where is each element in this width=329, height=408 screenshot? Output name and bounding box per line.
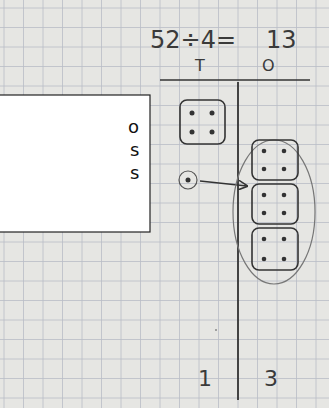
grid-line [0,281,329,282]
ones-blocks [252,140,298,270]
grouping-oval [233,140,315,284]
grid-line [218,0,219,408]
grid-line [316,0,317,408]
callout-text: s [130,141,139,159]
callout-box [0,95,150,232]
grid-line [0,339,329,340]
grid-line [0,320,329,321]
grid-line [296,0,297,408]
grid-line [0,66,329,67]
grid-line [0,300,329,301]
header-rule [160,79,310,81]
callout-text: s [130,164,139,182]
grid-line [257,0,258,408]
ones-block [252,184,298,224]
grid-line [277,0,278,408]
grid-line [179,0,180,408]
grid-line [0,378,329,379]
grid-line [0,359,329,360]
digit-result: 3 [264,368,278,390]
column-heading: O [262,58,275,74]
grid-line [0,86,329,87]
grid-line [238,0,239,408]
equation: 52÷4= [150,28,236,52]
grid-line [0,242,329,243]
ones-block [252,228,298,270]
digit-result: 1 [198,368,212,390]
grid-line [0,261,329,262]
grid-line [160,0,161,408]
grid-line [0,398,329,399]
answer: 13 [266,28,297,52]
grid-line [0,8,329,9]
tens-block [180,100,225,144]
pen-mark [215,329,217,331]
ones-block [252,140,298,180]
column-divider [237,82,239,400]
callout-text: o [128,118,139,136]
column-heading: T [195,58,205,74]
